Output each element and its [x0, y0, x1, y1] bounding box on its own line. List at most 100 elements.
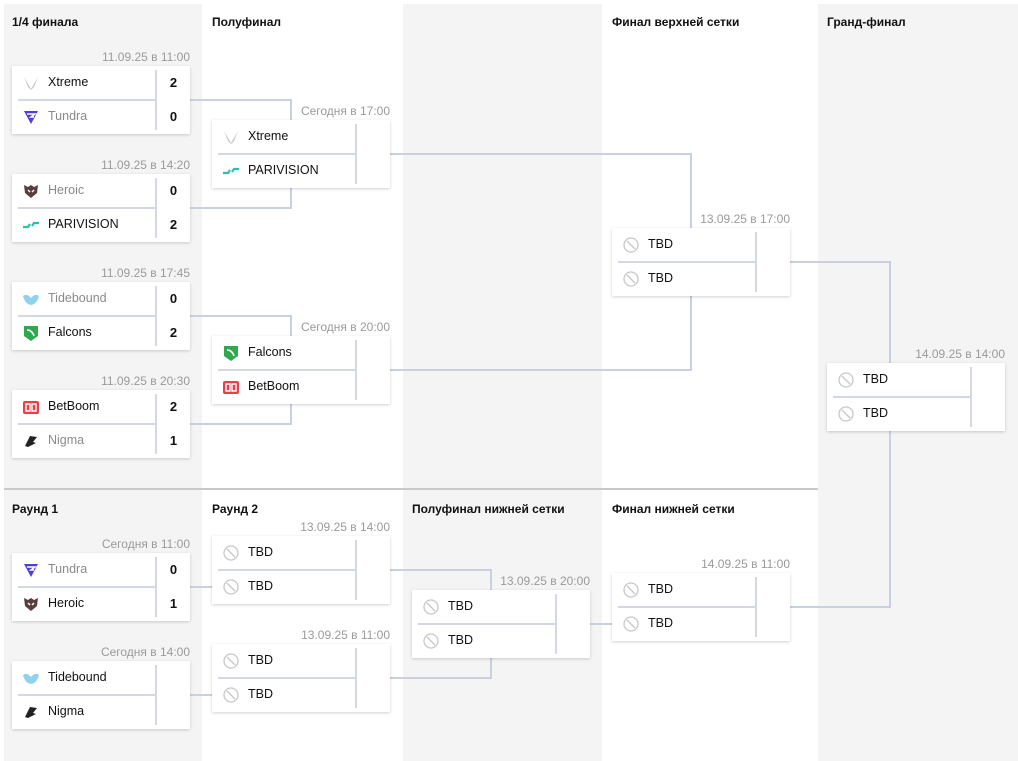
team-row[interactable]: PARIVISION 2	[12, 208, 190, 242]
heroic-logo-icon	[24, 185, 38, 198]
score-divider	[155, 70, 157, 130]
connector	[390, 658, 492, 679]
team-row[interactable]: TBD	[612, 573, 790, 607]
team-row[interactable]: TBD	[212, 570, 390, 604]
team-score: 0	[169, 183, 178, 198]
row-divider	[18, 315, 156, 317]
score-divider	[155, 286, 157, 346]
team-row[interactable]: Tidebound	[12, 661, 190, 695]
team-name: Nigma	[48, 704, 85, 718]
team-row[interactable]: TBD	[412, 590, 590, 624]
team-row[interactable]: TBD	[212, 644, 390, 678]
match-date: Сегодня в 20:00	[300, 320, 390, 334]
team-row[interactable]: TBD	[212, 678, 390, 712]
betboom-logo-icon	[23, 401, 39, 414]
match-card-lr2a[interactable]: TBD TBD	[212, 536, 390, 604]
team-name: Nigma	[48, 433, 85, 447]
team-row[interactable]: TBD	[612, 262, 790, 296]
tbd-logo-icon	[838, 372, 854, 388]
row-divider	[618, 261, 756, 263]
match-date: 13.09.25 в 11:00	[301, 628, 390, 642]
score-divider	[755, 232, 757, 292]
team-name: Xtreme	[248, 129, 289, 143]
team-score: 1	[169, 596, 178, 611]
team-score: 0	[169, 109, 178, 124]
team-row[interactable]: Xtreme	[212, 120, 390, 154]
match-date: 11.09.25 в 11:00	[101, 50, 190, 64]
team-name: Heroic	[48, 596, 85, 610]
tbd-logo-icon	[623, 271, 639, 287]
match-date: 13.09.25 в 17:00	[700, 212, 790, 226]
team-row[interactable]: TBD	[412, 624, 590, 658]
team-row[interactable]: TBD	[827, 397, 1005, 431]
match-date: 14.09.25 в 11:00	[701, 557, 790, 571]
team-row[interactable]: TBD	[212, 536, 390, 570]
connector	[790, 261, 891, 363]
row-divider	[418, 623, 556, 625]
team-row[interactable]: Nigma	[12, 695, 190, 729]
team-name: Tidebound	[48, 670, 107, 684]
team-row[interactable]: Nigma 1	[12, 424, 190, 458]
row-divider	[18, 207, 156, 209]
score-divider	[555, 594, 557, 654]
round-header-grand-final: Гранд-финал	[827, 15, 906, 29]
connector	[390, 569, 492, 590]
tbd-logo-icon	[223, 545, 239, 561]
match-date: Сегодня в 14:00	[100, 645, 190, 659]
team-row[interactable]: BetBoom	[212, 370, 390, 404]
team-name: Tundra	[48, 562, 88, 576]
team-row[interactable]: Heroic 1	[12, 587, 190, 621]
score-divider	[355, 540, 357, 600]
match-date: 11.09.25 в 14:20	[101, 158, 190, 172]
row-divider	[18, 586, 156, 588]
match-card-lf[interactable]: TBD TBD	[612, 573, 790, 641]
team-row[interactable]: TBD	[612, 228, 790, 262]
connector	[190, 315, 292, 336]
team-row[interactable]: TBD	[612, 607, 790, 641]
score-divider	[355, 124, 357, 184]
team-name: Tundra	[48, 109, 88, 123]
connector	[390, 153, 692, 228]
row-divider	[218, 369, 356, 371]
round-header-semifinal: Полуфинал	[212, 15, 282, 29]
team-row[interactable]: Falcons	[212, 336, 390, 370]
connector	[390, 296, 692, 371]
team-name: Xtreme	[48, 75, 89, 89]
match-date: 11.09.25 в 20:30	[101, 374, 190, 388]
team-score: 2	[169, 217, 178, 232]
team-name: BetBoom	[48, 399, 100, 413]
round-header-lower-round-1: Раунд 1	[12, 502, 59, 516]
team-row[interactable]: Tundra 0	[12, 100, 190, 134]
team-name: PARIVISION	[48, 217, 119, 231]
team-score: 1	[169, 433, 178, 448]
team-row[interactable]: TBD	[827, 363, 1005, 397]
team-row[interactable]: PARIVISION	[212, 154, 390, 188]
tbd-logo-icon	[423, 599, 439, 615]
match-date: 13.09.25 в 20:00	[500, 574, 590, 588]
score-divider	[355, 340, 357, 400]
nigma-logo-icon	[25, 707, 37, 718]
team-name: TBD	[248, 545, 273, 559]
tbd-logo-icon	[223, 579, 239, 595]
score-divider	[155, 178, 157, 238]
team-name: Tidebound	[48, 291, 107, 305]
team-name: TBD	[648, 616, 673, 630]
